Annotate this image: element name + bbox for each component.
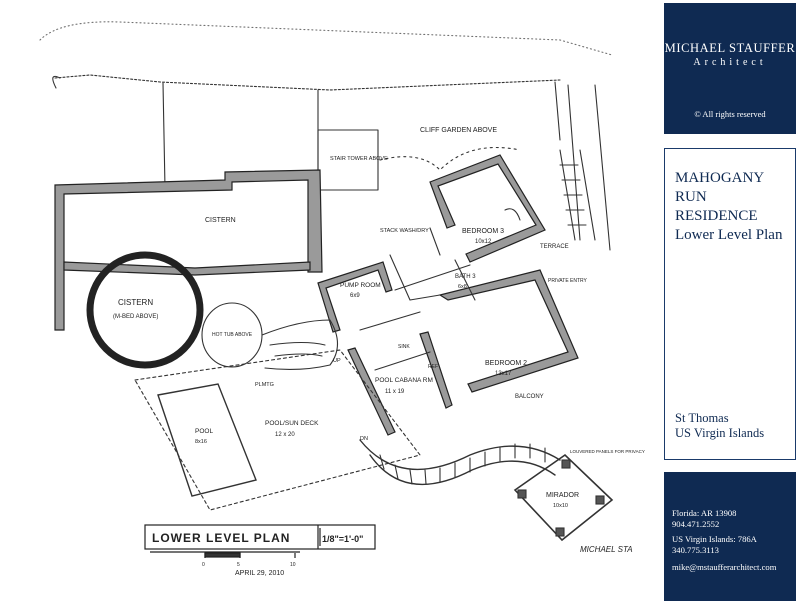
label-pool-cabana: POOL CABANA RM (375, 377, 433, 384)
label-pool-cabana-dim: 11 x 19 (385, 389, 405, 395)
label-bedroom3: BEDROOM 3 (462, 228, 504, 235)
location-line2: US Virgin Islands (675, 426, 765, 440)
floor-plan-sketch: CLIFF GARDEN ABOVE STAIR TOWER ABOVE CIS… (39, 21, 645, 577)
label-louvered: LOUVERED PANELS FOR PRIVACY (570, 449, 645, 454)
label-plmtg: PLMTG (255, 382, 274, 388)
contact-panel: Florida: AR 13908 904.471.2552 US Virgin… (664, 472, 796, 601)
label-mirador: MIRADOR (546, 492, 579, 499)
label-pool: POOL (195, 428, 213, 435)
label-pool-dim: 8x16 (195, 439, 207, 445)
label-cliff-garden: CLIFF GARDEN ABOVE (420, 127, 497, 134)
project-info-panel: MAHOGANY RUN RESIDENCE Lower Level Plan … (664, 148, 796, 460)
label-balcony: BALCONY (515, 394, 544, 400)
firm-subtitle: Architect (693, 57, 767, 68)
label-pump-room: PUMP ROOM (340, 282, 381, 289)
scale-tick-5: 5 (237, 562, 240, 568)
label-ref: REF (428, 364, 438, 370)
project-title-line2: RUN (675, 189, 707, 205)
rights-notice: © All rights reserved (694, 109, 766, 119)
plan-name: LOWER LEVEL PLAN (152, 531, 290, 545)
label-cistern-top: CISTERN (205, 217, 236, 224)
firm-name: MICHAEL STAUFFER (664, 41, 796, 55)
label-dn: DN (360, 436, 368, 442)
florida-license: Florida: AR 13908 (672, 508, 737, 518)
label-stack: STACK WASH/DRY (380, 228, 429, 234)
label-hot-tub: HOT TUB ABOVE (212, 332, 253, 338)
usvi-phone: 340.775.3113 (672, 544, 719, 555)
label-bedroom3-dim: 10x12 (475, 239, 492, 245)
usvi-license: US Virgin Islands: 786A (672, 534, 757, 544)
scale-tick-0: 0 (202, 562, 205, 568)
plan-scale: 1/8"=1'-0" (322, 534, 363, 544)
project-title-line3: RESIDENCE (675, 208, 758, 224)
label-bath3-dim: 6x8 (458, 284, 467, 290)
florida-phone: 904.471.2552 (672, 518, 720, 529)
label-pool-deck: POOL/SUN DECK (265, 420, 319, 427)
label-private-entry: PRIVATE ENTRY (548, 278, 588, 284)
label-bedroom2-dim: 13x17 (495, 371, 512, 377)
project-title-line4: Lower Level Plan (675, 227, 783, 243)
project-location: St Thomas US Virgin Islands (675, 411, 764, 441)
label-pool-deck-dim: 12 x 20 (275, 432, 295, 438)
label-terrace: TERRACE (540, 244, 569, 250)
label-up: UP (333, 358, 341, 364)
scale-tick-10: 10 (290, 562, 296, 568)
label-cistern-round-sub: (M-BED ABOVE) (113, 314, 158, 320)
label-pump-room-dim: 6x9 (350, 293, 360, 299)
firm-header-panel: MICHAEL STAUFFER Architect © All rights … (664, 3, 796, 134)
label-bath3: BATH 3 (455, 274, 476, 280)
label-cistern-round: CISTERN (118, 298, 153, 307)
label-sink: SINK (398, 344, 410, 350)
project-title-line1: MAHOGANY (675, 170, 765, 186)
label-mirador-dim: 10x10 (553, 503, 568, 509)
label-signature: MICHAEL STA (580, 545, 633, 554)
location-line1: St Thomas (675, 411, 729, 425)
plan-date: APRIL 29, 2010 (235, 570, 284, 577)
contact-email[interactable]: mike@mstaufferarchitect.com (672, 562, 777, 572)
project-title: MAHOGANY RUN RESIDENCE Lower Level Plan (675, 169, 782, 245)
label-stair-tower: STAIR TOWER ABOVE (330, 156, 388, 162)
label-bedroom2: BEDROOM 2 (485, 360, 527, 367)
